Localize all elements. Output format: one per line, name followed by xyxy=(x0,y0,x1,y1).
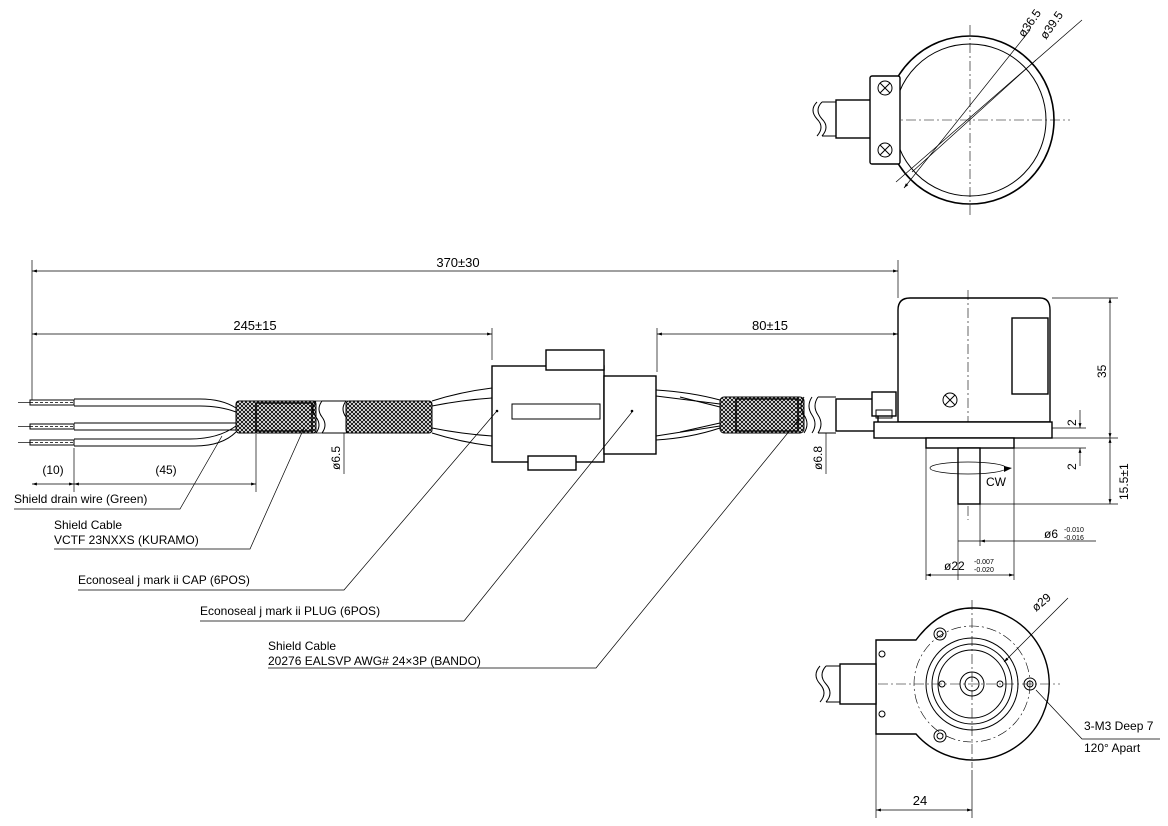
cable-braid-2 xyxy=(345,400,433,434)
tap-spacing-label: 120° Apart xyxy=(1084,741,1141,755)
mount-hole xyxy=(933,627,947,641)
tap-spec-label: 3-M3 Deep 7 xyxy=(1084,719,1154,733)
lead-wires xyxy=(18,398,237,447)
mounting-flange xyxy=(873,421,1053,439)
drain-length-label: (45) xyxy=(155,463,176,477)
shield-cable-1-spec: VCTF 23NXXS (KURAMO) xyxy=(54,533,199,547)
cable-dia-2-label: ø6.8 xyxy=(811,446,825,470)
shaft-tol-lower: -0.016 xyxy=(1064,535,1084,542)
screw-icon xyxy=(877,142,893,158)
cable-clamp xyxy=(869,75,901,165)
mount-hole xyxy=(1023,677,1037,691)
rotation-label: CW xyxy=(986,475,1007,489)
bottom-view: ø29 3-M3 Deep 7 120° Apart 24 xyxy=(815,590,1160,818)
shield-cable-2-title: Shield Cable xyxy=(268,639,336,653)
body-height-label: 35 xyxy=(1095,364,1109,378)
shaft-dia-label: ø6 xyxy=(1044,527,1058,541)
top-view: ø36.5 ø39.5 xyxy=(812,6,1083,215)
wire-strip-label: (10) xyxy=(42,463,63,477)
total-length-label: 370±30 xyxy=(436,255,479,270)
flange-width-label: 24 xyxy=(913,793,927,808)
housing-label-plate xyxy=(1011,317,1049,395)
shaft-length-label: 15.5±1 xyxy=(1117,463,1131,500)
connector-cap xyxy=(491,365,605,463)
boss xyxy=(925,437,1015,449)
screw-icon xyxy=(942,392,958,408)
side-view: 370±30 245±15 80±15 xyxy=(18,255,1131,580)
cable-dia-1-label: ø6.5 xyxy=(329,446,343,470)
shaft-tol-upper: -0.010 xyxy=(1064,527,1084,534)
connector xyxy=(491,349,657,471)
cable-gland xyxy=(835,398,879,432)
drain-wire-label: Shield drain wire (Green) xyxy=(14,492,147,506)
shield-cable-2-spec: 20276 EALSVP AWG# 24×3P (BANDO) xyxy=(268,654,481,668)
screw-icon xyxy=(877,80,893,96)
boss-tol-upper: -0.007 xyxy=(974,559,994,566)
plug-label: Econoseal j mark ii PLUG (6POS) xyxy=(200,604,380,618)
gap-top-label: 2 xyxy=(1065,419,1079,426)
pcd-dia-label: ø29 xyxy=(1029,590,1054,614)
flange-outline xyxy=(875,607,1050,761)
mount-hole xyxy=(933,729,947,743)
shaft xyxy=(957,447,981,505)
boss-tol-lower: -0.020 xyxy=(974,567,994,574)
cable-length-label: 245±15 xyxy=(233,318,276,333)
callouts: Shield drain wire (Green) Shield Cable V… xyxy=(14,411,801,669)
boss-dia-label: ø22 xyxy=(944,559,965,573)
shield-cable-1-title: Shield Cable xyxy=(54,518,122,532)
connector-tab xyxy=(527,455,577,471)
encoder-cable-length-label: 80±15 xyxy=(752,318,788,333)
connector-latch xyxy=(545,349,605,371)
gap-bottom-label: 2 xyxy=(1065,463,1079,470)
cap-label: Econoseal j mark ii CAP (6POS) xyxy=(78,573,250,587)
encoder-body: CW xyxy=(835,290,1053,520)
